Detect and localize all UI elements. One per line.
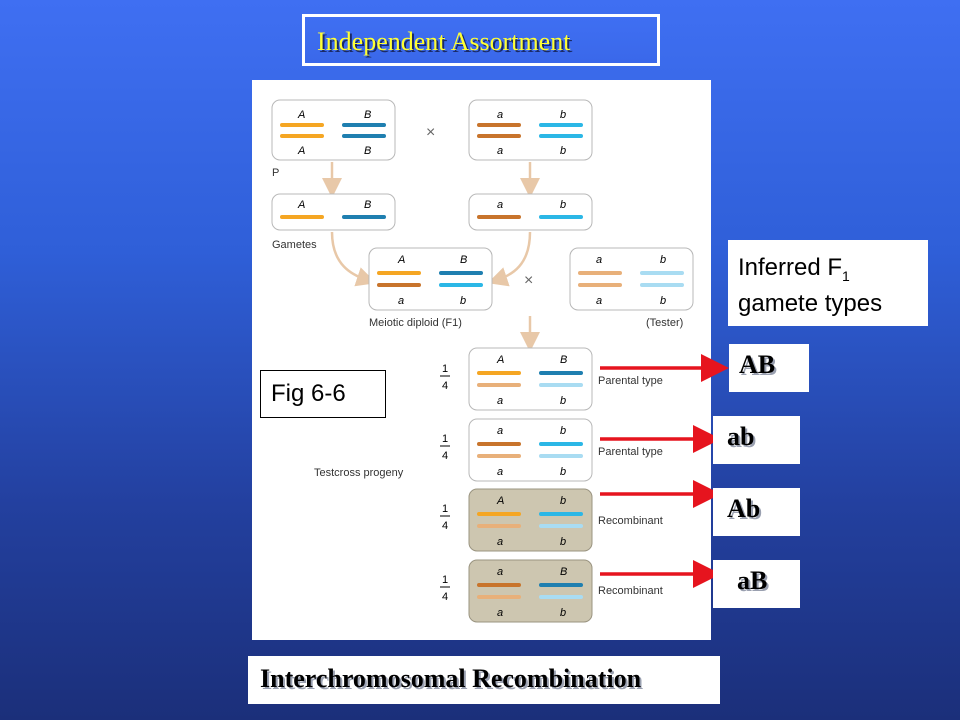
allele-label: a — [398, 295, 404, 307]
fig-label: Fig 6-6 — [271, 380, 346, 407]
allele-label: b — [560, 607, 566, 619]
gamete-label: ab — [727, 422, 755, 451]
parent1-cell: A B A B — [271, 99, 396, 161]
cross-symbol: × — [426, 124, 435, 141]
tester-cell: a b a b — [569, 247, 694, 311]
progeny-row-2: 1 4 a b a b Parental type — [440, 418, 663, 482]
gamete2-cell: a b — [468, 193, 593, 231]
allele-label: b — [660, 295, 666, 307]
allele-label: a — [497, 109, 503, 121]
gamete-box-AB: AB — [729, 344, 809, 392]
allele-label: B — [364, 199, 371, 211]
gametes-label: Gametes — [272, 239, 317, 251]
fraction-num: 1 — [442, 503, 448, 515]
allele-label: a — [497, 607, 503, 619]
cross-symbol-2: × — [524, 272, 533, 289]
allele-label: a — [497, 425, 503, 437]
allele-label: b — [560, 109, 566, 121]
allele-label: A — [397, 254, 405, 266]
fraction-den: 4 — [442, 591, 448, 603]
allele-label: a — [596, 295, 602, 307]
progeny-type: Parental type — [598, 375, 663, 387]
p-label: P — [272, 167, 279, 179]
allele-label: b — [560, 495, 566, 507]
gamete-label: aB — [737, 566, 768, 595]
inferred-gametes-box: Inferred F1 gamete types — [728, 240, 928, 326]
allele-label: a — [497, 536, 503, 548]
gamete1-cell: A B — [271, 193, 396, 231]
inferred-line2: gamete types — [738, 290, 883, 317]
fig-label-box: Fig 6-6 — [260, 370, 386, 418]
f1-cell: A B a b — [368, 247, 493, 311]
progeny-type: Recombinant — [598, 515, 663, 527]
allele-label: A — [496, 495, 504, 507]
allele-label: b — [560, 199, 566, 211]
progeny-row-3: 1 4 A b a b Recombinant — [440, 488, 663, 552]
fraction-num: 1 — [442, 574, 448, 586]
progeny-row-4: 1 4 a B a b Recombinant — [440, 559, 663, 623]
allele-label: A — [297, 145, 305, 157]
progeny-type: Parental type — [598, 446, 663, 458]
allele-label: B — [364, 109, 371, 121]
cross-diagram-svg: A B A B × a b a b P A — [271, 99, 694, 623]
allele-label: b — [660, 254, 666, 266]
gamete-box-ab: ab — [713, 416, 800, 464]
gamete-box-aB: aB — [713, 560, 800, 608]
allele-label: A — [297, 199, 305, 211]
inferred-line1: Inferred F1 — [738, 254, 850, 284]
allele-label: B — [560, 566, 567, 578]
allele-label: a — [497, 466, 503, 478]
gamete-label: Ab — [727, 494, 761, 523]
allele-label: a — [497, 199, 503, 211]
allele-label: a — [596, 254, 602, 266]
fraction-num: 1 — [442, 363, 448, 375]
f1-label: Meiotic diploid (F1) — [369, 317, 462, 329]
allele-label: a — [497, 566, 503, 578]
allele-label: a — [497, 395, 503, 407]
allele-label: a — [497, 145, 503, 157]
allele-label: b — [560, 425, 566, 437]
gamete-label: AB — [739, 350, 776, 379]
allele-label: b — [560, 466, 566, 478]
cross-diagram: A B A B × a b a b P A — [252, 80, 711, 640]
allele-label: A — [496, 354, 504, 366]
progeny-row-1: 1 4 A B a b Parental type — [440, 347, 663, 411]
progeny-type: Recombinant — [598, 585, 663, 597]
allele-label: b — [560, 536, 566, 548]
parent2-cell: a b a b — [468, 99, 593, 161]
allele-label: B — [560, 354, 567, 366]
fraction-num: 1 — [442, 433, 448, 445]
allele-label: b — [560, 145, 566, 157]
allele-label: B — [364, 145, 371, 157]
allele-label: A — [297, 109, 305, 121]
fraction-den: 4 — [442, 450, 448, 462]
tester-label: (Tester) — [646, 317, 683, 329]
fraction-den: 4 — [442, 520, 448, 532]
testcross-label: Testcross progeny — [314, 467, 404, 479]
allele-label: b — [560, 395, 566, 407]
title-box: Independent Assortment — [302, 14, 660, 66]
fraction-den: 4 — [442, 380, 448, 392]
bottom-caption: Interchromosomal Recombination — [260, 664, 642, 693]
gamete-box-Ab: Ab — [713, 488, 800, 536]
bottom-caption-box: Interchromosomal Recombination — [248, 656, 720, 704]
allele-label: b — [460, 295, 466, 307]
allele-label: B — [460, 254, 467, 266]
slide-title: Independent Assortment — [317, 27, 571, 56]
